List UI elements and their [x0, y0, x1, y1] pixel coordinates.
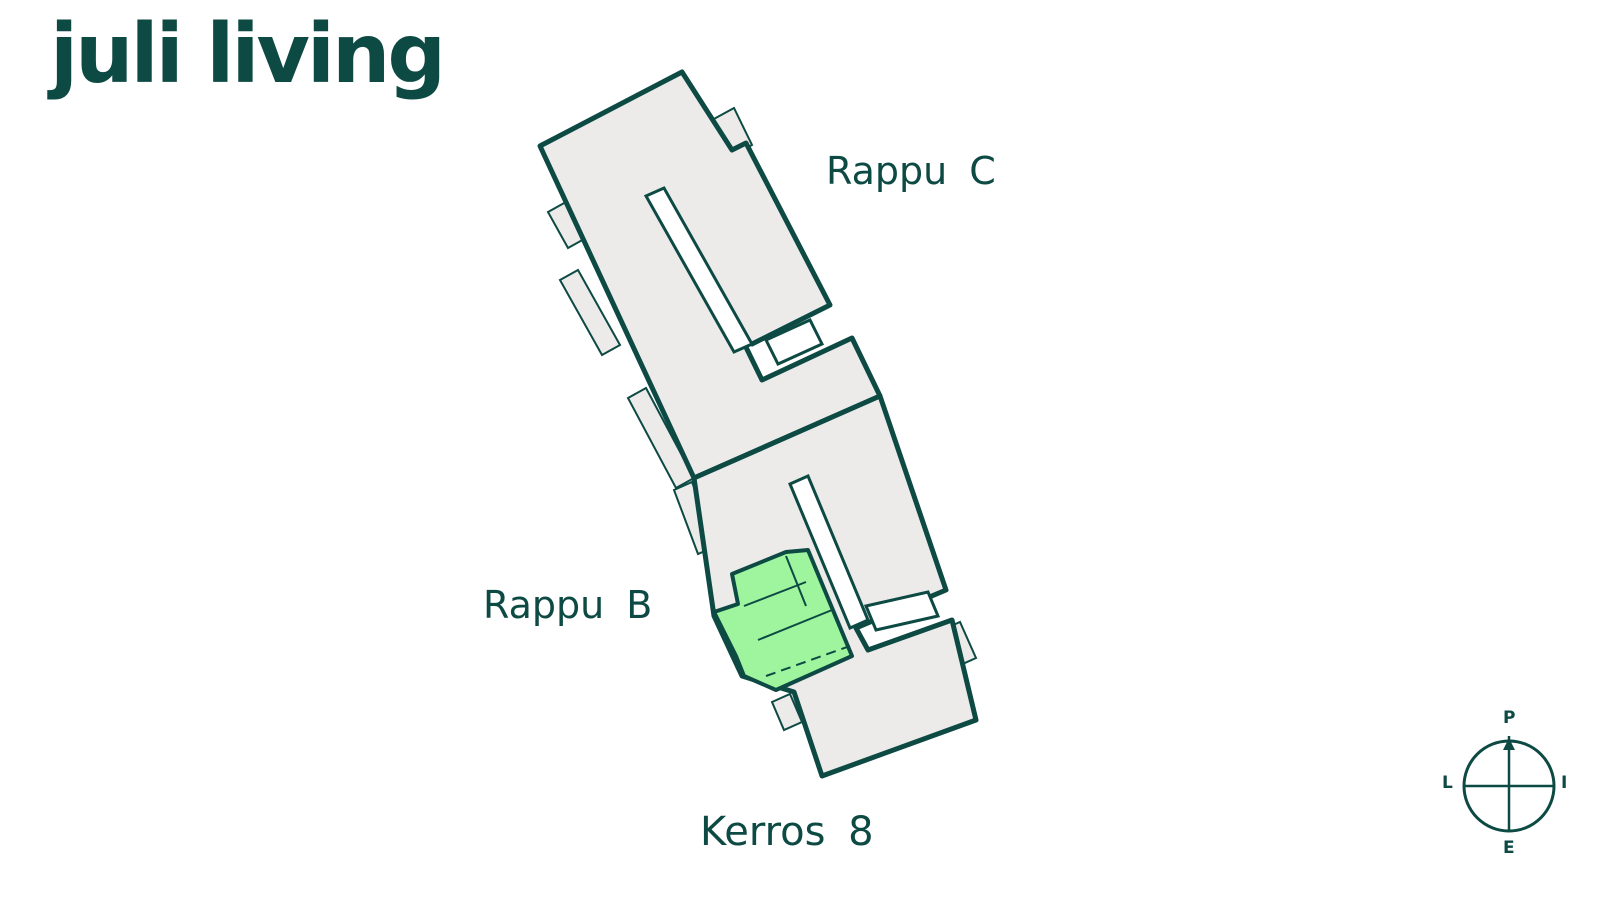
corridor-b — [788, 474, 870, 630]
compass-icon — [1462, 736, 1556, 833]
compass-north-label: P — [1503, 708, 1516, 728]
compass-west-label: L — [1442, 773, 1453, 793]
compass-east-label: I — [1561, 773, 1568, 793]
brand-logo: juli living — [50, 7, 446, 102]
compass-south-label: E — [1503, 838, 1515, 858]
stair-b — [863, 590, 941, 632]
highlighted-apartment — [712, 548, 854, 692]
floor-label: Kerros 8 — [700, 809, 874, 855]
corridor-c — [643, 186, 755, 354]
stair-c-label: Rappu C — [826, 149, 996, 193]
balcony — [558, 268, 622, 357]
stair-b-label: Rappu B — [483, 583, 653, 627]
stair-c — [763, 318, 825, 366]
